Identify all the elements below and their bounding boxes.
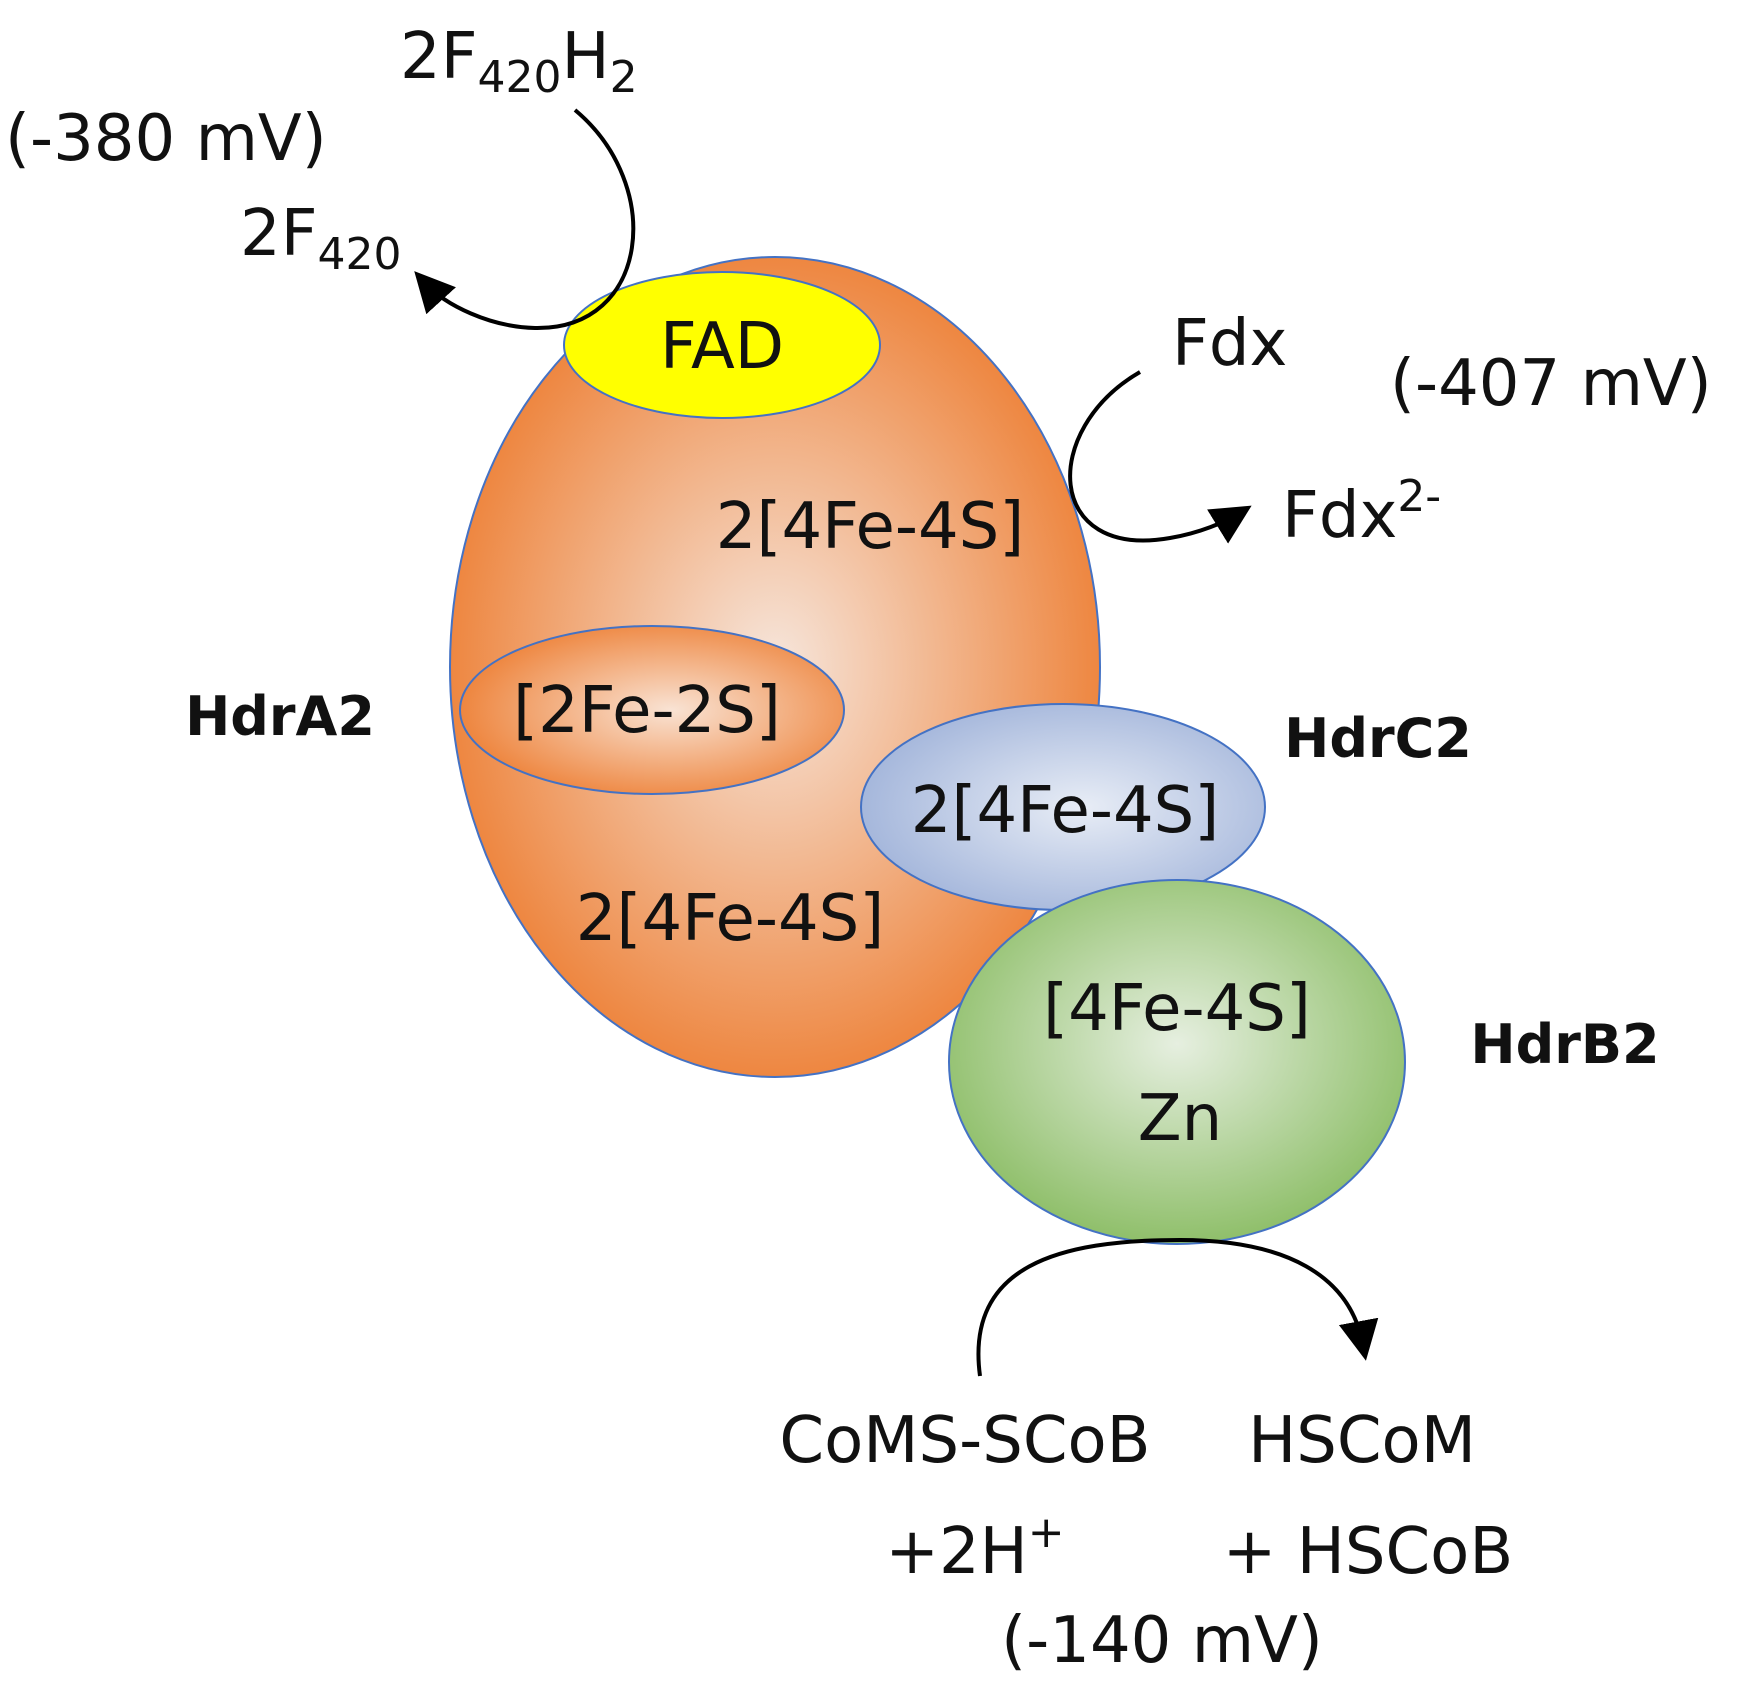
hdrc2-cluster: 2[4Fe-4S] [911, 774, 1220, 848]
hdrb2-name: HdrB2 [1470, 1013, 1659, 1076]
heterodisulfide-potential: (-140 mV) [1001, 1604, 1323, 1678]
f420-product: 2F420 [240, 197, 402, 280]
hdra2-cluster-middle: [2Fe-2S] [513, 674, 781, 748]
fdx-potential: (-407 mV) [1390, 347, 1712, 421]
product-hscob: + HSCoB [1223, 1515, 1513, 1589]
f420h2-donor: 2F420H2 [400, 20, 638, 103]
fdx-reduced: Fdx2- [1282, 471, 1441, 553]
product-hscom: HSCoM [1248, 1404, 1476, 1478]
hdra2-cluster-upper: 2[4Fe-4S] [716, 490, 1025, 564]
fdx-arrow [1068, 370, 1252, 544]
hdrb2-cluster: [4Fe-4S] [1043, 972, 1311, 1046]
hdra2-2fe2s-domain [459, 625, 845, 795]
hdrb2-metal: Zn [1138, 1082, 1222, 1156]
proton-term: +2H+ [885, 1507, 1064, 1589]
fdx-oxidized: Fdx [1172, 307, 1287, 381]
fad-cofactor [563, 271, 881, 419]
f420-potential: (-380 mV) [5, 102, 327, 176]
heterodisulfide-substrate: CoMS-SCoB [779, 1404, 1150, 1478]
f420-arrow [414, 108, 636, 331]
heterodisulfide-arrow [976, 1237, 1379, 1377]
hdra2-name: HdrA2 [185, 685, 375, 748]
fad-label: FAD [660, 310, 784, 384]
hdrb2-subunit [948, 879, 1406, 1245]
hdrc2-name: HdrC2 [1284, 707, 1472, 770]
hdra2-cluster-lower: 2[4Fe-4S] [576, 882, 885, 956]
